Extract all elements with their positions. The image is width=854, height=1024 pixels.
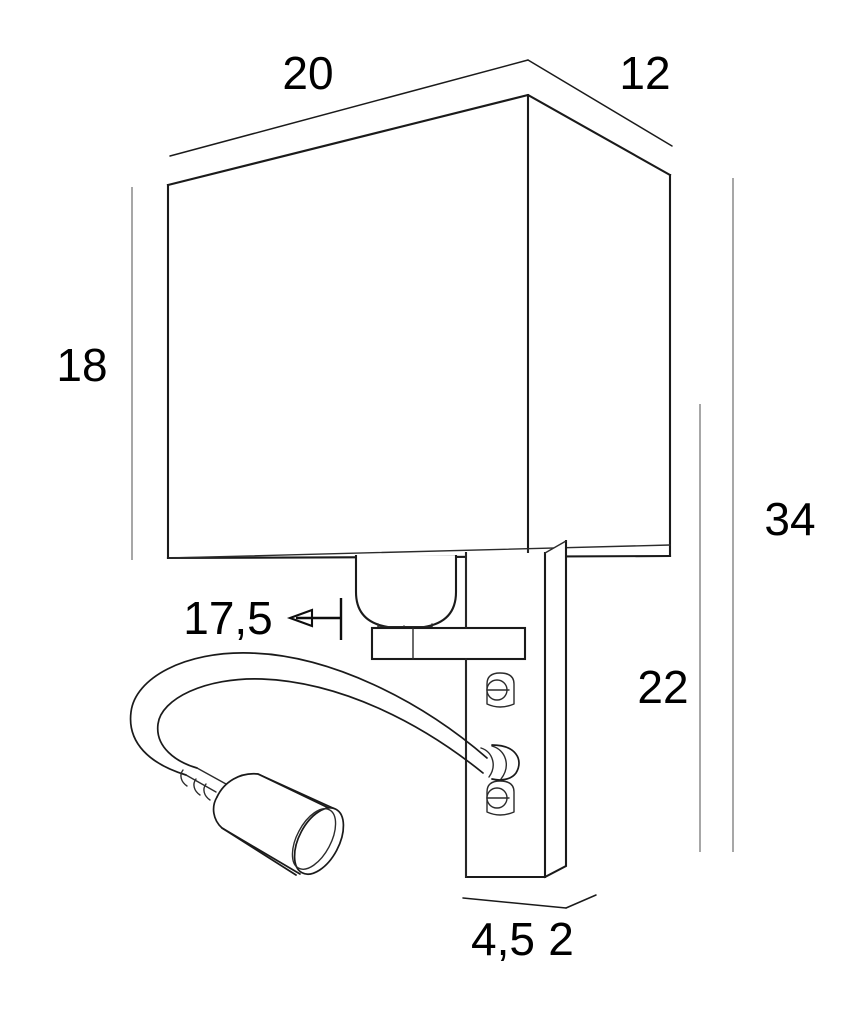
label-arm-reach: 17,5 xyxy=(183,592,273,644)
screw-upper-body xyxy=(486,672,515,708)
flexible-reading-arm xyxy=(129,652,520,781)
gooseneck-inner-edge xyxy=(157,678,484,774)
arm-reach-arrow-head xyxy=(286,608,314,628)
head-neck-bottom xyxy=(196,767,227,785)
screw-lower-body xyxy=(486,780,515,816)
label-shade-depth: 12 xyxy=(619,47,670,99)
head-neck-top xyxy=(185,774,217,793)
head-neck-end-cap xyxy=(180,769,188,787)
gooseneck-base-ferrule-b xyxy=(491,745,507,780)
shade-right-face-fill xyxy=(528,95,670,556)
arm-reach-dimension xyxy=(286,598,343,640)
bracket-fill xyxy=(372,628,525,659)
label-backplate-height: 22 xyxy=(637,661,688,713)
leader-depth-12 xyxy=(527,59,673,147)
bottom-dimension-leaders xyxy=(462,894,597,909)
bracket-outline xyxy=(370,626,527,661)
socket-bowl-fill xyxy=(356,556,456,627)
gooseneck-base-ferrule-a xyxy=(480,747,494,778)
wall-backplate xyxy=(464,539,568,879)
head-neck-ring-b xyxy=(203,783,211,801)
led-reading-lamp-head xyxy=(180,760,347,876)
shade-front-face-fill xyxy=(168,95,528,558)
gooseneck-base-connector xyxy=(491,744,520,781)
backplate-side-face xyxy=(543,539,568,879)
lower-fixing-screw xyxy=(486,780,515,816)
backplate-fill xyxy=(466,541,566,877)
label-backplate-width: 4,5 xyxy=(471,913,535,965)
leader-bottom-4-5 xyxy=(462,897,567,909)
label-total-height: 34 xyxy=(764,493,815,545)
socket-mounting-bracket xyxy=(370,626,527,661)
label-backplate-depth: 2 xyxy=(548,913,574,965)
led-head-aperture-outer xyxy=(293,807,345,875)
lamp-shade xyxy=(166,93,672,560)
gooseneck-outer-edge xyxy=(129,652,488,776)
head-neck-ring-a xyxy=(193,778,201,796)
shade-underside-edge xyxy=(168,544,671,559)
led-head-lower-edge-cont xyxy=(221,827,301,875)
label-shade-width: 20 xyxy=(282,47,333,99)
upper-fixing-screw xyxy=(486,672,515,708)
label-shade-height: 18 xyxy=(56,339,107,391)
led-head-aperture-inner xyxy=(291,808,337,870)
leader-width-20 xyxy=(169,59,529,157)
top-dimension-leaders xyxy=(169,59,673,157)
right-dimension-lines-group xyxy=(699,178,734,852)
led-head-upper-edge xyxy=(257,773,338,813)
backplate-top-bevel xyxy=(544,540,567,554)
leader-bottom-2 xyxy=(565,894,597,909)
